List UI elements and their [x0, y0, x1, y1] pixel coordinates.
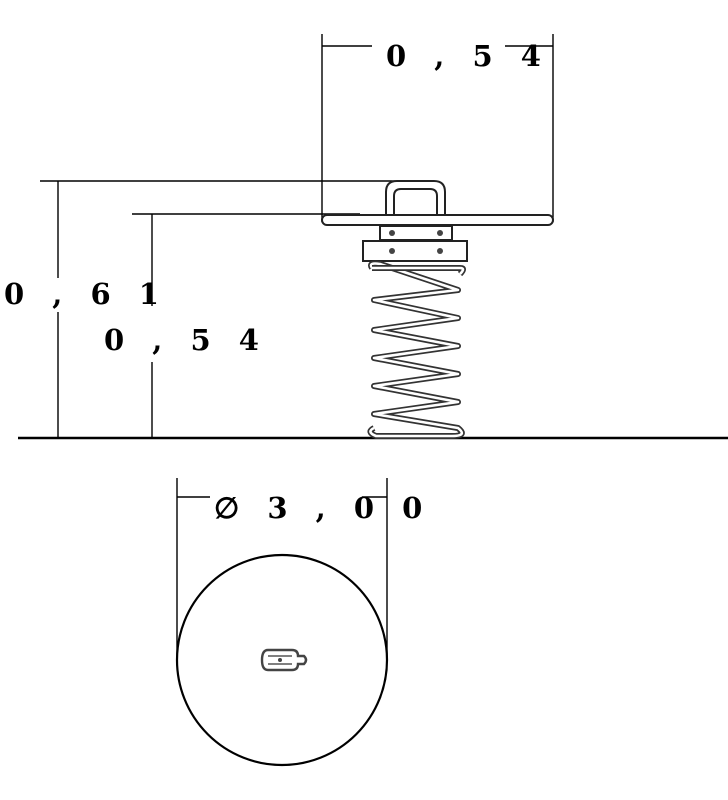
diameter-label: ∅ 3 , 0 0: [214, 491, 431, 525]
spring-rider-side-view: [321, 180, 554, 439]
platform-height-dimension: 0 , 5 4: [104, 213, 360, 438]
diameter-dimension: ∅ 3 , 0 0: [176, 478, 431, 660]
platform-height-label: 0 , 5 4: [104, 323, 268, 357]
spring-rider-top-view: [175, 553, 389, 767]
top-width-dimension: 0 , 5 4: [321, 34, 554, 222]
overall-height-label: 0 , 6 1: [4, 277, 168, 311]
overall-height-dimension: 0 , 6 1: [4, 180, 405, 438]
handle-icon: [260, 648, 308, 672]
seat-disc: [175, 553, 389, 767]
top-width-label: 0 , 5 4: [386, 39, 550, 73]
